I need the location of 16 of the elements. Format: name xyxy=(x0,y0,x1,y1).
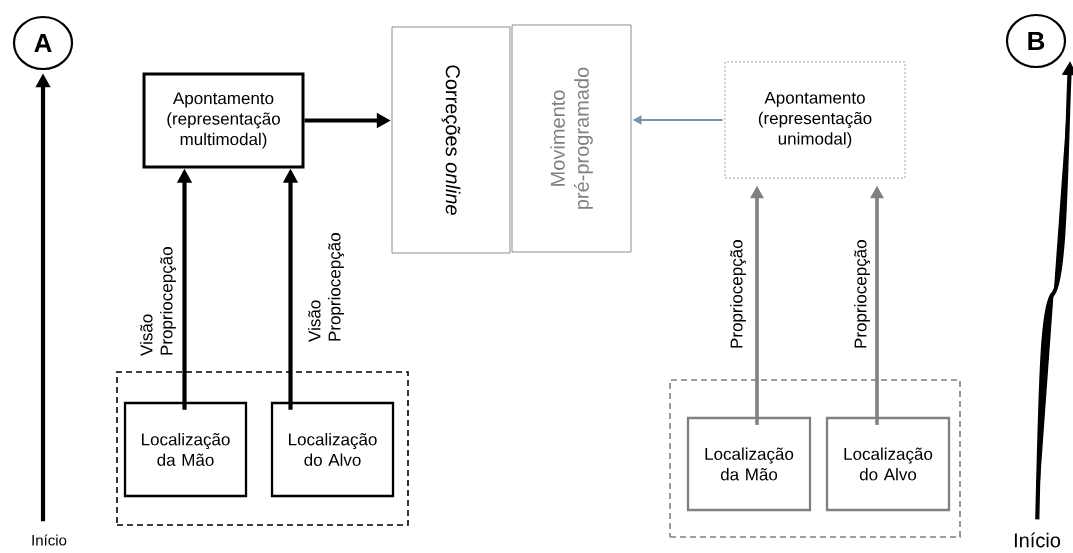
process-box: Localização da Mão xyxy=(686,416,812,512)
group-box xyxy=(669,379,961,538)
process-box: Apontamento (representação unimodal) xyxy=(724,61,906,179)
edge-label: Visão Propriocepção xyxy=(308,233,344,342)
edge-label: Visão Propriocepção xyxy=(140,247,176,356)
start-label: Início xyxy=(1014,532,1061,548)
process-box: Localização da Mão xyxy=(123,401,248,498)
group-box xyxy=(116,371,409,526)
process-box: Apontamento (representação multimodal) xyxy=(142,72,305,169)
start-label: Início xyxy=(32,534,67,546)
process-box: Movimento pré-programado xyxy=(511,24,632,253)
edge-label: Propriocepção xyxy=(730,240,746,348)
process-box: Localização do Alvo xyxy=(270,401,395,498)
process-box: Localização do Alvo xyxy=(825,416,951,512)
edge-label: Propriocepção xyxy=(854,240,870,348)
process-box: Correções online xyxy=(391,26,511,254)
